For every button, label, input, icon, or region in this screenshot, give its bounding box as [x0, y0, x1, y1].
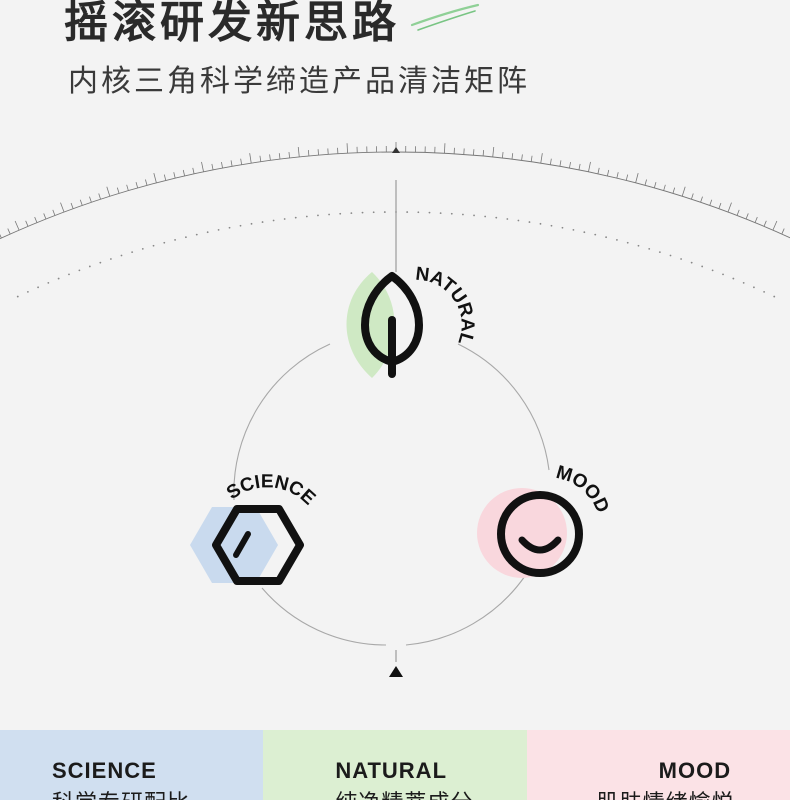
category-panels: SCIENCE 科学专研配比 NATURAL 纯净精萃成分 MOOD 肌肤情绪愉… — [0, 730, 790, 800]
node-science: SCIENCE — [190, 471, 319, 585]
circle-segment-right — [457, 343, 550, 471]
smile-icon — [497, 491, 583, 577]
circle-segment-bottom-right — [405, 575, 526, 646]
panel-natural-title: NATURAL — [335, 758, 448, 783]
circle-segment-bottom-left — [261, 587, 387, 646]
node-natural: NATURAL — [346, 264, 478, 378]
leaf-accent-shape — [346, 272, 395, 378]
panel-mood: MOOD 肌肤情绪愉悦 — [526, 730, 790, 800]
mood-accent-shape — [477, 488, 567, 578]
panel-natural: NATURAL 纯净精萃成分 — [263, 730, 527, 800]
ruler-arc — [0, 142, 790, 240]
panel-science-desc: 科学专研配比 — [52, 785, 190, 800]
panel-science-title: SCIENCE — [52, 758, 157, 783]
hexagon-accent-shape — [190, 507, 278, 583]
circle-segment-left — [233, 343, 331, 501]
triangle-diagram: NATURAL SCIENCE MOOD — [0, 3, 790, 677]
page-title: 摇滚研发新思路 — [64, 0, 400, 48]
panel-science: SCIENCE 科学专研配比 — [0, 730, 264, 800]
natural-arc-label: NATURAL — [414, 264, 477, 348]
panel-natural-desc: 纯净精萃成分 — [335, 785, 473, 800]
panel-mood-title: MOOD — [658, 758, 732, 783]
mood-arc-label: MOOD — [554, 462, 613, 516]
dotted-arc — [16, 211, 776, 298]
top-marker-icon — [392, 147, 400, 153]
leaf-icon — [361, 272, 423, 378]
panel-mood-desc: 肌肤情绪愉悦 — [597, 785, 735, 800]
brush-stroke-decoration — [410, 3, 480, 31]
bottom-marker-icon — [389, 666, 403, 677]
node-mood: MOOD — [477, 462, 613, 578]
page-subtitle: 内核三角科学缔造产品清洁矩阵 — [68, 64, 530, 99]
hexagon-icon — [212, 505, 304, 585]
science-arc-label: SCIENCE — [223, 471, 319, 509]
